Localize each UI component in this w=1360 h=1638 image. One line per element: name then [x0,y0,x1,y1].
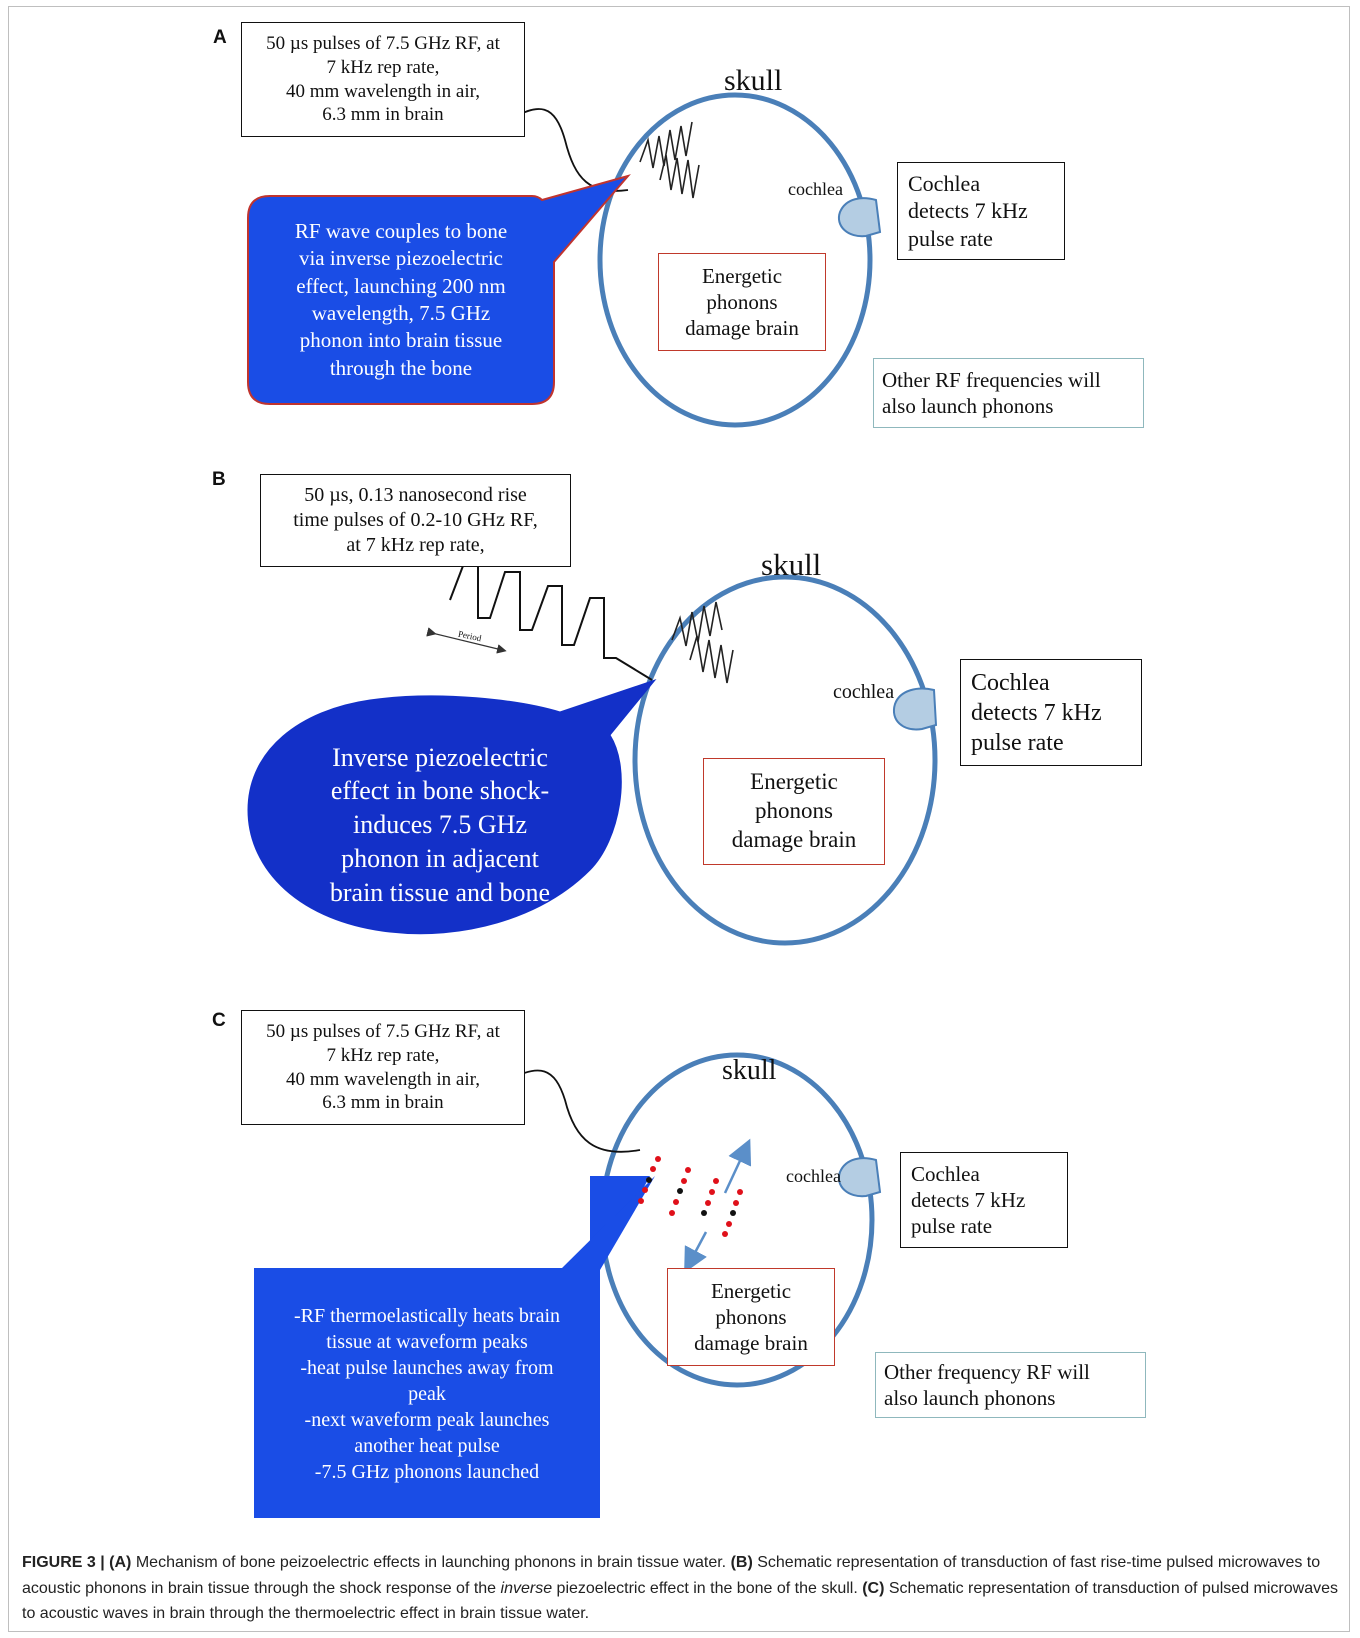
caption-figure-label: FIGURE 3 | [22,1554,105,1571]
phonon-arrow-down-c [684,1231,708,1274]
skull-label-b: skull [761,547,822,582]
cochlea-a [837,197,882,238]
bubble-text-a: RF wave couples to bone via inverse piez… [294,219,508,380]
pulse-spec-box-b: 50 µs, 0.13 nanosecond rise time pulses … [260,474,571,567]
other-rf-box-a: Other RF frequencies will also launch ph… [873,358,1144,428]
dot-red [709,1189,715,1195]
rf-wave-inside-a [659,154,700,199]
dot-black [730,1210,736,1216]
cochlea-label-b: cochlea [833,681,895,703]
cochlea-detects-box-c: Cochlea detects 7 kHz pulse rate [900,1152,1068,1248]
energetic-phonons-box-c: Energetic phonons damage brain [667,1268,835,1366]
caption-b-text-2: piezoelectric effect in the bone of the … [552,1579,863,1597]
dot-red [733,1200,739,1206]
dot-red [650,1166,656,1172]
skull-label-a: skull [724,64,783,97]
figure-caption: FIGURE 3 | (A) Mechanism of bone peizoel… [22,1550,1342,1627]
dot-red [655,1156,661,1162]
dot-red [642,1187,648,1193]
bubble-text-c: -RF thermoelastically heats brain tissue… [293,1305,561,1483]
cochlea-detects-box-b: Cochlea detects 7 kHz pulse rate [960,659,1142,766]
dot-red [726,1221,732,1227]
dot-red [638,1198,644,1204]
rf-wave-outside-a [639,121,693,169]
figure-frame [8,6,1350,1632]
bubble-shape-a [247,174,631,405]
skull-label-c: skull [722,1055,777,1086]
dot-red [669,1210,675,1216]
cochlea-b [892,687,938,731]
panel-letter-a: A [213,27,227,48]
rf-cable-c [504,1069,641,1153]
bubble-box-c [254,1270,600,1518]
panel-letter-b: B [212,469,226,490]
cochlea-label-a: cochlea [788,179,843,199]
caption-b-italic: inverse [500,1579,553,1597]
energetic-phonons-box-a: Energetic phonons damage brain [658,253,826,351]
panel-letter-c: C [212,1010,226,1031]
caption-c-text: Schematic representation of transduction… [22,1579,1338,1623]
bubble-text-b: Inverse piezoelectric effect in bone sho… [329,742,551,907]
dot-red [705,1200,711,1206]
energetic-phonons-box-b: Energetic phonons damage brain [703,758,885,865]
caption-b-label: (B) [730,1554,753,1571]
dot-red [713,1178,719,1184]
period-arrow-b [426,627,507,654]
dot-red [737,1189,743,1195]
square-pulse-train-b [449,557,653,681]
other-rf-box-c: Other frequency RF will also launch phon… [875,1352,1146,1418]
thermoelastic-dots-c [638,1156,743,1237]
pulse-spec-box-a: 50 µs pulses of 7.5 GHz RF, at 7 kHz rep… [241,22,525,137]
cochlea-c [837,1157,882,1198]
dot-red [685,1167,691,1173]
rf-wave-inside-b [689,635,734,684]
skull-outline-b [632,574,938,946]
dot-black [701,1210,707,1216]
dot-red [722,1231,728,1237]
skull-outline-a [597,92,873,428]
caption-a-label: (A) [109,1554,132,1571]
caption-b-text-1: Schematic representation of transduction… [22,1554,1321,1597]
dot-black [677,1188,683,1194]
pulse-spec-box-c: 50 µs pulses of 7.5 GHz RF, at 7 kHz rep… [241,1010,525,1125]
dot-red [673,1199,679,1205]
caption-c-label: (C) [862,1579,885,1597]
dot-red [681,1178,687,1184]
dot-black [646,1177,652,1183]
phonon-arrow-up-c [723,1138,752,1194]
caption-a-text: Mechanism of bone peizoelectric effects … [131,1554,731,1571]
bubble-shape-b [247,678,657,935]
cochlea-label-c: cochlea [786,1166,841,1186]
cochlea-detects-box-a: Cochlea detects 7 kHz pulse rate [897,162,1065,260]
bubble-pointer-c [560,1176,655,1270]
